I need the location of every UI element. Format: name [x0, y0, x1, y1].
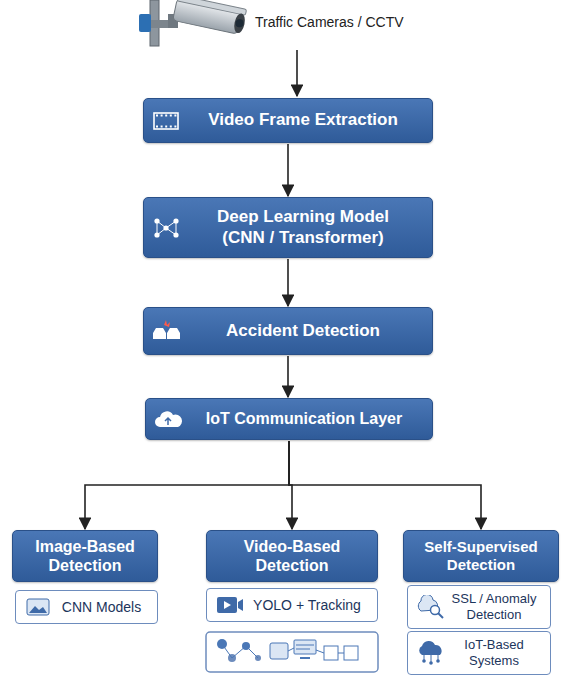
flow-arrow [289, 441, 481, 529]
flow-arrow [287, 144, 289, 196]
camera-arrow [296, 50, 298, 96]
node-text: Video Frame Extraction [208, 110, 398, 130]
box-icon [416, 641, 446, 665]
box-icon [152, 319, 182, 343]
video-icons-box [206, 632, 378, 672]
node-text: YOLO + Tracking [253, 597, 361, 614]
box-icon [24, 595, 54, 619]
method-box: CNN Models [15, 590, 158, 624]
node-text: CNN Models [62, 599, 141, 616]
process-box: Accident Detection [143, 307, 433, 355]
process-box: Self-Supervised Detection [403, 530, 559, 582]
process-box: Image-Based Detection [12, 530, 158, 582]
method-box: SSL / Anomaly Detection [407, 585, 551, 629]
box-icon [215, 593, 245, 617]
node-text: IoT Communication Layer [206, 409, 402, 428]
process-box: Deep Learning Model (CNN / Transformer) [143, 197, 433, 258]
node-text: Video-Based Detection [222, 537, 362, 575]
node-text: Self-Supervised Detection [414, 538, 548, 574]
node-text: IoT-Based Systems [449, 637, 539, 668]
method-box: YOLO + Tracking [206, 588, 378, 622]
box-icon [152, 216, 182, 240]
flow-arrow [287, 259, 289, 306]
box-icon [154, 407, 184, 431]
node-text: Deep Learning Model (CNN / Transformer) [213, 207, 393, 248]
flow-arrow [85, 441, 289, 529]
method-box: IoT-Based Systems [407, 631, 551, 675]
box-icon [152, 109, 182, 133]
source-label: Traffic Cameras / CCTV [255, 14, 404, 30]
box-icon [416, 595, 446, 619]
node-text: SSL / Anomaly Detection [449, 591, 539, 622]
node-text: Image-Based Detection [25, 537, 145, 575]
camera-icon [139, 0, 248, 46]
process-box: IoT Communication Layer [145, 398, 433, 440]
process-box: Video-Based Detection [206, 530, 378, 582]
process-box: Video Frame Extraction [143, 98, 433, 143]
node-text: Accident Detection [226, 321, 380, 341]
flow-arrow [287, 356, 289, 397]
